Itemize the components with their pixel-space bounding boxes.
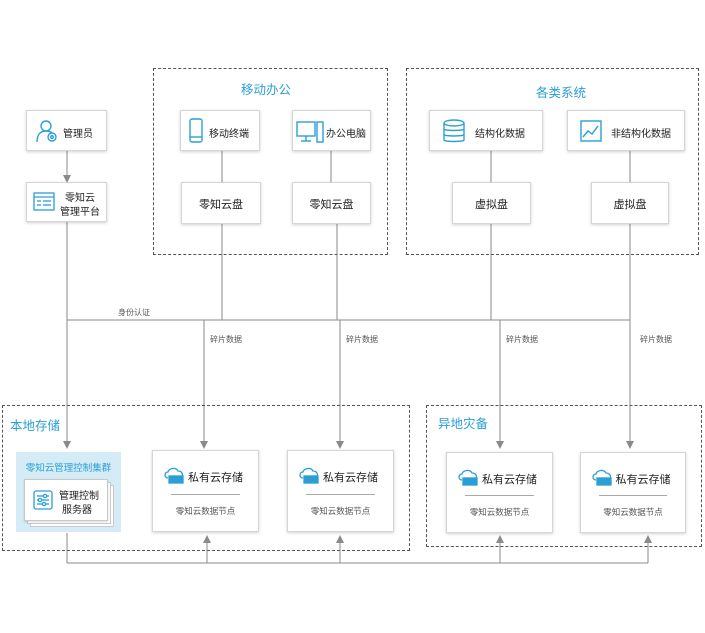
edge-label-frag-1: 碎片数据: [210, 335, 242, 344]
computer-icon: [296, 120, 324, 148]
virtual-disk-2-label: 虚拟盘: [613, 198, 647, 211]
virtual-disk-1-label: 虚拟盘: [475, 198, 508, 211]
storage-node-2: 私有云存储 零知云数据节点: [287, 450, 394, 532]
platform-node: 零知云 管理平台: [26, 182, 107, 222]
platform-label-line2: 管理平台: [60, 207, 100, 218]
storage-node-2-title: 私有云存储: [323, 471, 378, 484]
storage-node-3-title: 私有云存储: [482, 473, 537, 486]
group-title-local: 本地存储: [10, 418, 61, 433]
structured-data-node: 结构化数据: [429, 110, 543, 151]
storage-node-1: 私有云存储 零知云数据节点: [152, 450, 259, 532]
management-server: 管理控制 服务器: [24, 479, 108, 521]
cloud-server-icon: [298, 467, 320, 488]
storage-node-4-title: 私有云存储: [615, 473, 671, 486]
group-mobile-office: [153, 68, 388, 255]
platform-icon: [33, 192, 55, 216]
structured-data-label: 结构化数据: [475, 129, 525, 140]
edge-label-frag-4: 碎片数据: [640, 335, 672, 344]
unstructured-data-node: 非结构化数据: [567, 110, 685, 151]
admin-node: 管理员: [26, 110, 107, 151]
office-pc-node: 办公电脑: [292, 110, 371, 151]
image-icon: [580, 120, 602, 146]
database-icon: [442, 119, 466, 148]
storage-node-1-subtitle: 零知云数据节点: [175, 507, 236, 517]
storage-node-2-divider: [306, 494, 375, 495]
group-title-systems: 各类系统: [536, 85, 587, 100]
cloud-server-icon: [457, 469, 479, 490]
storage-node-1-divider: [171, 494, 240, 495]
storage-node-3: 私有云存储 零知云数据节点: [446, 452, 553, 533]
cloud-disk-2-label: 零知云盘: [309, 198, 354, 211]
group-local-storage: [2, 405, 410, 551]
cluster-title: 零知云管理控制集群: [25, 463, 112, 474]
edge-label-frag-2: 碎片数据: [346, 335, 378, 344]
server-label-line1: 管理控制: [59, 491, 99, 502]
cloud-disk-2: 零知云盘: [292, 182, 371, 224]
cloud-server-icon: [163, 467, 185, 488]
cloud-disk-1-label: 零知云盘: [199, 198, 243, 211]
group-systems: [406, 68, 699, 255]
office-pc-label: 办公电脑: [326, 129, 366, 140]
mobile-terminal-label: 移动终端: [209, 129, 249, 140]
group-remote-backup: [426, 405, 702, 547]
virtual-disk-1: 虚拟盘: [452, 182, 531, 224]
mobile-terminal-node: 移动终端: [180, 110, 260, 151]
storage-node-4-subtitle: 零知云数据节点: [603, 508, 663, 518]
edge-label-auth: 身份认证: [118, 308, 150, 317]
unstructured-data-label: 非结构化数据: [611, 129, 671, 140]
group-title-mobile: 移动办公: [241, 82, 292, 97]
admin-label: 管理员: [63, 129, 93, 140]
phone-icon: [189, 118, 203, 147]
virtual-disk-2: 虚拟盘: [591, 182, 669, 224]
storage-node-4: 私有云存储 零知云数据节点: [580, 452, 686, 533]
admin-icon: [36, 119, 58, 147]
server-label-line2: 服务器: [62, 505, 92, 516]
storage-node-4-divider: [599, 495, 667, 496]
platform-label-line1: 零知云: [65, 193, 95, 204]
cloud-server-icon: [591, 469, 613, 490]
storage-node-3-divider: [465, 495, 534, 496]
storage-node-2-subtitle: 零知云数据节点: [310, 507, 371, 517]
management-cluster: 零知云管理控制集群 管理控制 服务器: [16, 452, 121, 532]
group-title-remote: 异地灾备: [438, 416, 489, 431]
edge-label-frag-3: 碎片数据: [506, 335, 538, 344]
cloud-disk-1: 零知云盘: [181, 182, 261, 224]
settings-sliders-icon: [33, 490, 53, 514]
storage-node-1-title: 私有云存储: [188, 471, 243, 484]
storage-node-3-subtitle: 零知云数据节点: [469, 508, 530, 518]
